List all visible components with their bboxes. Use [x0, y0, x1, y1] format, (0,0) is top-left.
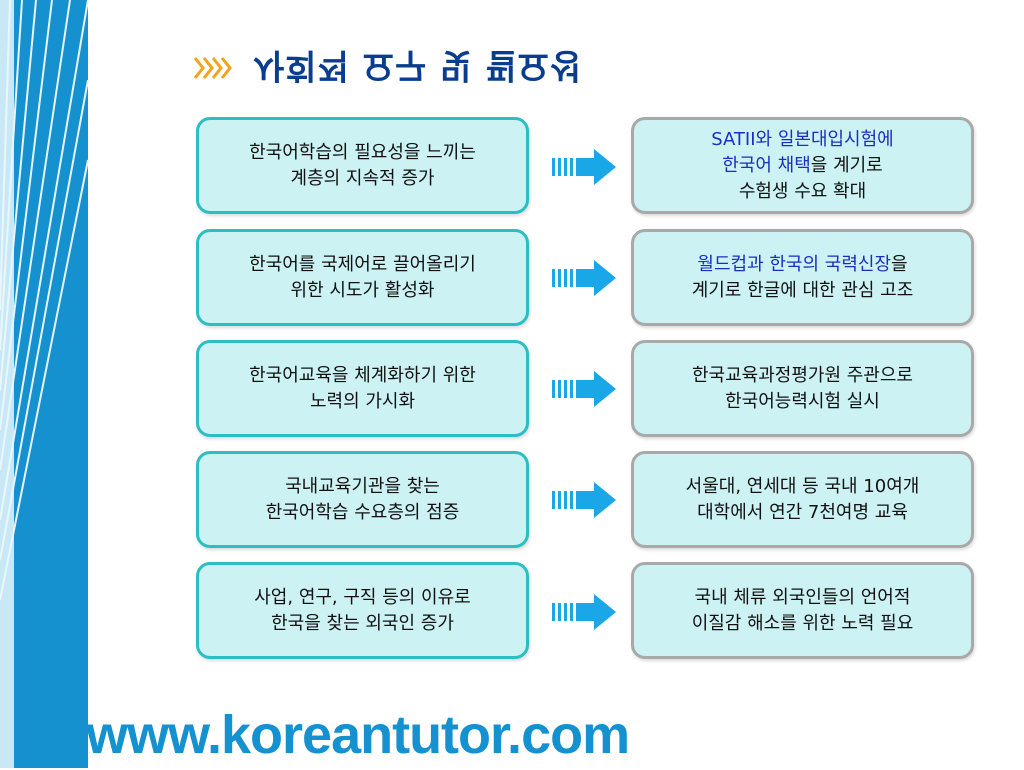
reason-text-line: 한국을 찾는 외국인 증가 [271, 612, 454, 634]
highlight-text: 한국어 채택 [722, 154, 811, 176]
arrow-right-icon [552, 147, 618, 187]
context-text-line: 국내 체류 외국인들의 언어적 [695, 585, 911, 611]
context-text: 서울대, 연세대 등 국내 10여개 [685, 475, 920, 497]
reason-text-line: 계층의 지속적 증가 [290, 167, 435, 189]
context-text-line: 월드컵과 한국의 국력신장을 [697, 252, 907, 278]
reason-text-line: 사업, 연구, 구직 등의 이유로 [254, 586, 471, 608]
reason-text-line: 노력의 가시화 [309, 390, 416, 412]
arrow-right-icon [552, 369, 618, 409]
context-text: 국내 체류 외국인들의 언어적 [694, 586, 911, 608]
context-text-line: 계기로 한글에 대한 관심 고조 [692, 278, 914, 304]
context-text-line: 이질감 해소를 위한 노력 필요 [692, 611, 914, 637]
context-text-line: 한국어능력시험 실시 [725, 389, 880, 415]
context-text: 대학에서 연간 7천여명 교육 [697, 501, 908, 523]
context-text-line: SATII와 일본대입시험에 [711, 127, 894, 153]
site-logo: www.koreantutor.com [86, 705, 630, 765]
arrow-right-icon [552, 258, 618, 298]
reason-text-line: 위한 시도가 활성화 [290, 279, 435, 301]
context-text: 을 계기로 [810, 154, 883, 176]
slide-title: 사회적 요구 및 필요성 [193, 44, 582, 92]
reason-text-line: 한국어를 국제어로 끌어올리기 [249, 253, 476, 275]
arrow-right-icon [552, 480, 618, 520]
context-text-line: 수험생 수요 확대 [739, 179, 866, 205]
context-text: 계기로 한글에 대한 관심 고조 [691, 279, 914, 301]
context-text-line: 대학에서 연간 7천여명 교육 [697, 500, 908, 526]
context-text-line: 한국어 채택을 계기로 [722, 153, 883, 179]
context-text: 이질감 해소를 위한 노력 필요 [691, 612, 914, 634]
reason-text-line: 한국어학습의 필요성을 느끼는 [249, 141, 476, 163]
context-text: 한국교육과정평가원 주관으로 [691, 364, 913, 386]
reason-text-line: 한국어학습 수요층의 점증 [265, 501, 460, 523]
decorative-side-stripe [0, 0, 88, 768]
context-text: 을 [891, 253, 908, 275]
slide-title-text: 사회적 요구 및 필요성 [253, 44, 583, 85]
context-text-line: 서울대, 연세대 등 국내 10여개 [686, 474, 920, 500]
highlight-text: SATII와 일본대입시험에 [711, 128, 894, 150]
arrow-right-icon [552, 592, 618, 632]
context-text-line: 한국교육과정평가원 주관으로 [692, 363, 913, 389]
chevrons-right-icon [193, 57, 232, 79]
reason-text-line: 국내교육기관을 찾는 [285, 475, 440, 497]
highlight-text: 월드컵과 한국의 국력신장 [697, 253, 892, 275]
reason-text-line: 한국어교육을 체계화하기 위한 [249, 364, 476, 386]
context-text: 한국어능력시험 실시 [725, 390, 880, 412]
context-text: 수험생 수요 확대 [738, 180, 867, 202]
